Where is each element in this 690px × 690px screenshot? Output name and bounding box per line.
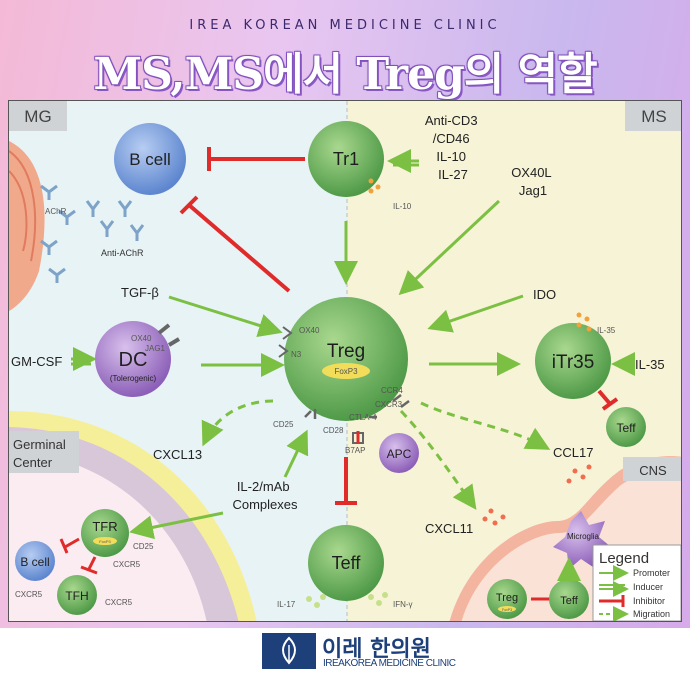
foxp3-label: FoxP3 xyxy=(334,367,358,376)
tfh-label: TFH xyxy=(65,589,88,603)
footer-english: IREAKOREA MEDICINE CLINIC xyxy=(323,658,456,669)
mg-label: MG xyxy=(24,107,51,126)
ccl17-dots xyxy=(566,464,592,484)
tfr-label: TFR xyxy=(92,519,117,534)
bcell-small xyxy=(15,541,55,581)
il10-dots xyxy=(368,178,381,194)
teff-center-label: Teff xyxy=(332,553,362,573)
cns-tab xyxy=(623,457,681,481)
tfh-cell xyxy=(57,575,97,615)
foxp3-badge xyxy=(322,363,370,379)
cxcl11-label: CXCL11 xyxy=(425,521,473,536)
diagram-panel: MG MS AChR Anti-AChR B cell Tr1 IL-10 An… xyxy=(8,100,682,622)
itr35-cell xyxy=(535,323,611,399)
tr1-inducers: Anti-CD3 /CD46 IL-10 IL-27 xyxy=(425,113,481,182)
tfr-cell xyxy=(81,509,129,557)
germinal-tab xyxy=(9,431,79,473)
b7ap-label: B7AP xyxy=(345,446,365,455)
legend-promoter: Promoter xyxy=(633,568,670,578)
dc-sub-label: (Tolerogenic) xyxy=(110,374,157,383)
legend-inhibitor: Inhibitor xyxy=(633,596,665,606)
tfh-cxcr5-label: CXCR5 xyxy=(105,598,133,607)
achr-label: AChR xyxy=(45,207,67,216)
cxcr3-label: CXCR3 xyxy=(375,400,403,409)
treg-cell xyxy=(284,297,408,421)
germinal-label: Germinal Center xyxy=(13,437,69,470)
dc-label: DC xyxy=(119,349,148,371)
dc-ox40-label: OX40 xyxy=(131,334,152,343)
ms-tab xyxy=(625,101,681,131)
anti-achr-label: Anti-AChR xyxy=(101,248,144,258)
cxcl13-label: CXCL13 xyxy=(153,447,202,462)
treg-n3-label: N3 xyxy=(291,350,302,359)
bcell-cxcr5-label: CXCR5 xyxy=(15,590,43,599)
microglia-label: Microglia xyxy=(567,532,600,541)
ccl17-label: CCL17 xyxy=(553,445,593,460)
il35-dots xyxy=(576,312,592,332)
il2-complexes: IL-2/mAb Complexes xyxy=(232,479,298,512)
tfr-cxcr5-label: CXCR5 xyxy=(113,560,141,569)
ifng-label: IFN-γ xyxy=(393,600,413,609)
legend-inducer: Inducer xyxy=(633,582,663,592)
treg-cns-label: Treg xyxy=(496,592,518,604)
treg-ox40-label: OX40 xyxy=(299,326,320,335)
page-title: MS,MS에서 Treg의 역할 xyxy=(93,49,597,100)
treg-cd25-label: CD25 xyxy=(273,420,294,429)
legend-title: Legend xyxy=(599,550,649,567)
il35-small-label: IL-35 xyxy=(597,326,616,335)
apc-cell xyxy=(379,433,419,473)
dc-cell xyxy=(95,321,171,397)
bcell xyxy=(114,123,186,195)
ox40l-jag1: OX40L Jag1 xyxy=(511,165,555,198)
diagram-svg: MG MS AChR Anti-AChR B cell Tr1 IL-10 An… xyxy=(9,101,681,621)
clinic-name: IREA KOREAN MEDICINE CLINIC xyxy=(189,18,501,33)
clinic-logo-icon xyxy=(262,633,316,669)
il17-label: IL-17 xyxy=(277,600,296,609)
tfr-foxp3-label: FoxP3 xyxy=(99,539,111,544)
achr-receptors xyxy=(40,184,145,283)
cd28-label: CD28 xyxy=(323,426,344,435)
mg-tab xyxy=(9,101,67,131)
ido-label: IDO xyxy=(533,287,556,302)
teff-right-label: Teff xyxy=(616,421,636,435)
muscle-tissue xyxy=(9,141,45,311)
teff-cns-cell xyxy=(549,579,589,619)
tgfb-label: TGF-β xyxy=(121,285,159,300)
teff-center-cell xyxy=(308,525,384,601)
treg-cns-foxp3-label: FoxP3 xyxy=(502,608,512,612)
microglia xyxy=(553,511,611,569)
itr35-label: iTr35 xyxy=(552,352,595,373)
cns-label: CNS xyxy=(639,463,667,478)
bcell-label: B cell xyxy=(129,150,171,169)
legend: Legend Promoter Inducer Inhibitor Migrat… xyxy=(592,544,681,621)
ccr4-label: CCR4 xyxy=(381,386,403,395)
treg-label: Treg xyxy=(327,341,365,362)
legend-migration: Migration xyxy=(633,609,670,619)
cxcl11-dots xyxy=(482,508,506,526)
tr1-il10-label: IL-10 xyxy=(393,202,412,211)
cytokine-dots xyxy=(306,592,388,608)
il35-label: IL-35 xyxy=(635,357,665,372)
ctla4-label: CTLA-4 xyxy=(349,413,377,422)
teff-right-cell xyxy=(606,407,646,447)
bcell-small-label: B cell xyxy=(20,555,49,569)
tr1-cell xyxy=(308,121,384,197)
apc-label: APC xyxy=(387,447,412,461)
treg-cns-cell xyxy=(487,579,527,619)
ms-label: MS xyxy=(641,107,667,126)
teff-cns-label: Teff xyxy=(560,595,578,607)
footer-bar xyxy=(0,628,690,690)
dc-jag1-label: JAG1 xyxy=(145,344,166,353)
footer-korean: 이레 한의원 xyxy=(322,637,431,662)
tr1-label: Tr1 xyxy=(333,149,359,169)
gmcsf-label: GM-CSF xyxy=(11,354,62,369)
tfr-cd25-label: CD25 xyxy=(133,542,154,551)
